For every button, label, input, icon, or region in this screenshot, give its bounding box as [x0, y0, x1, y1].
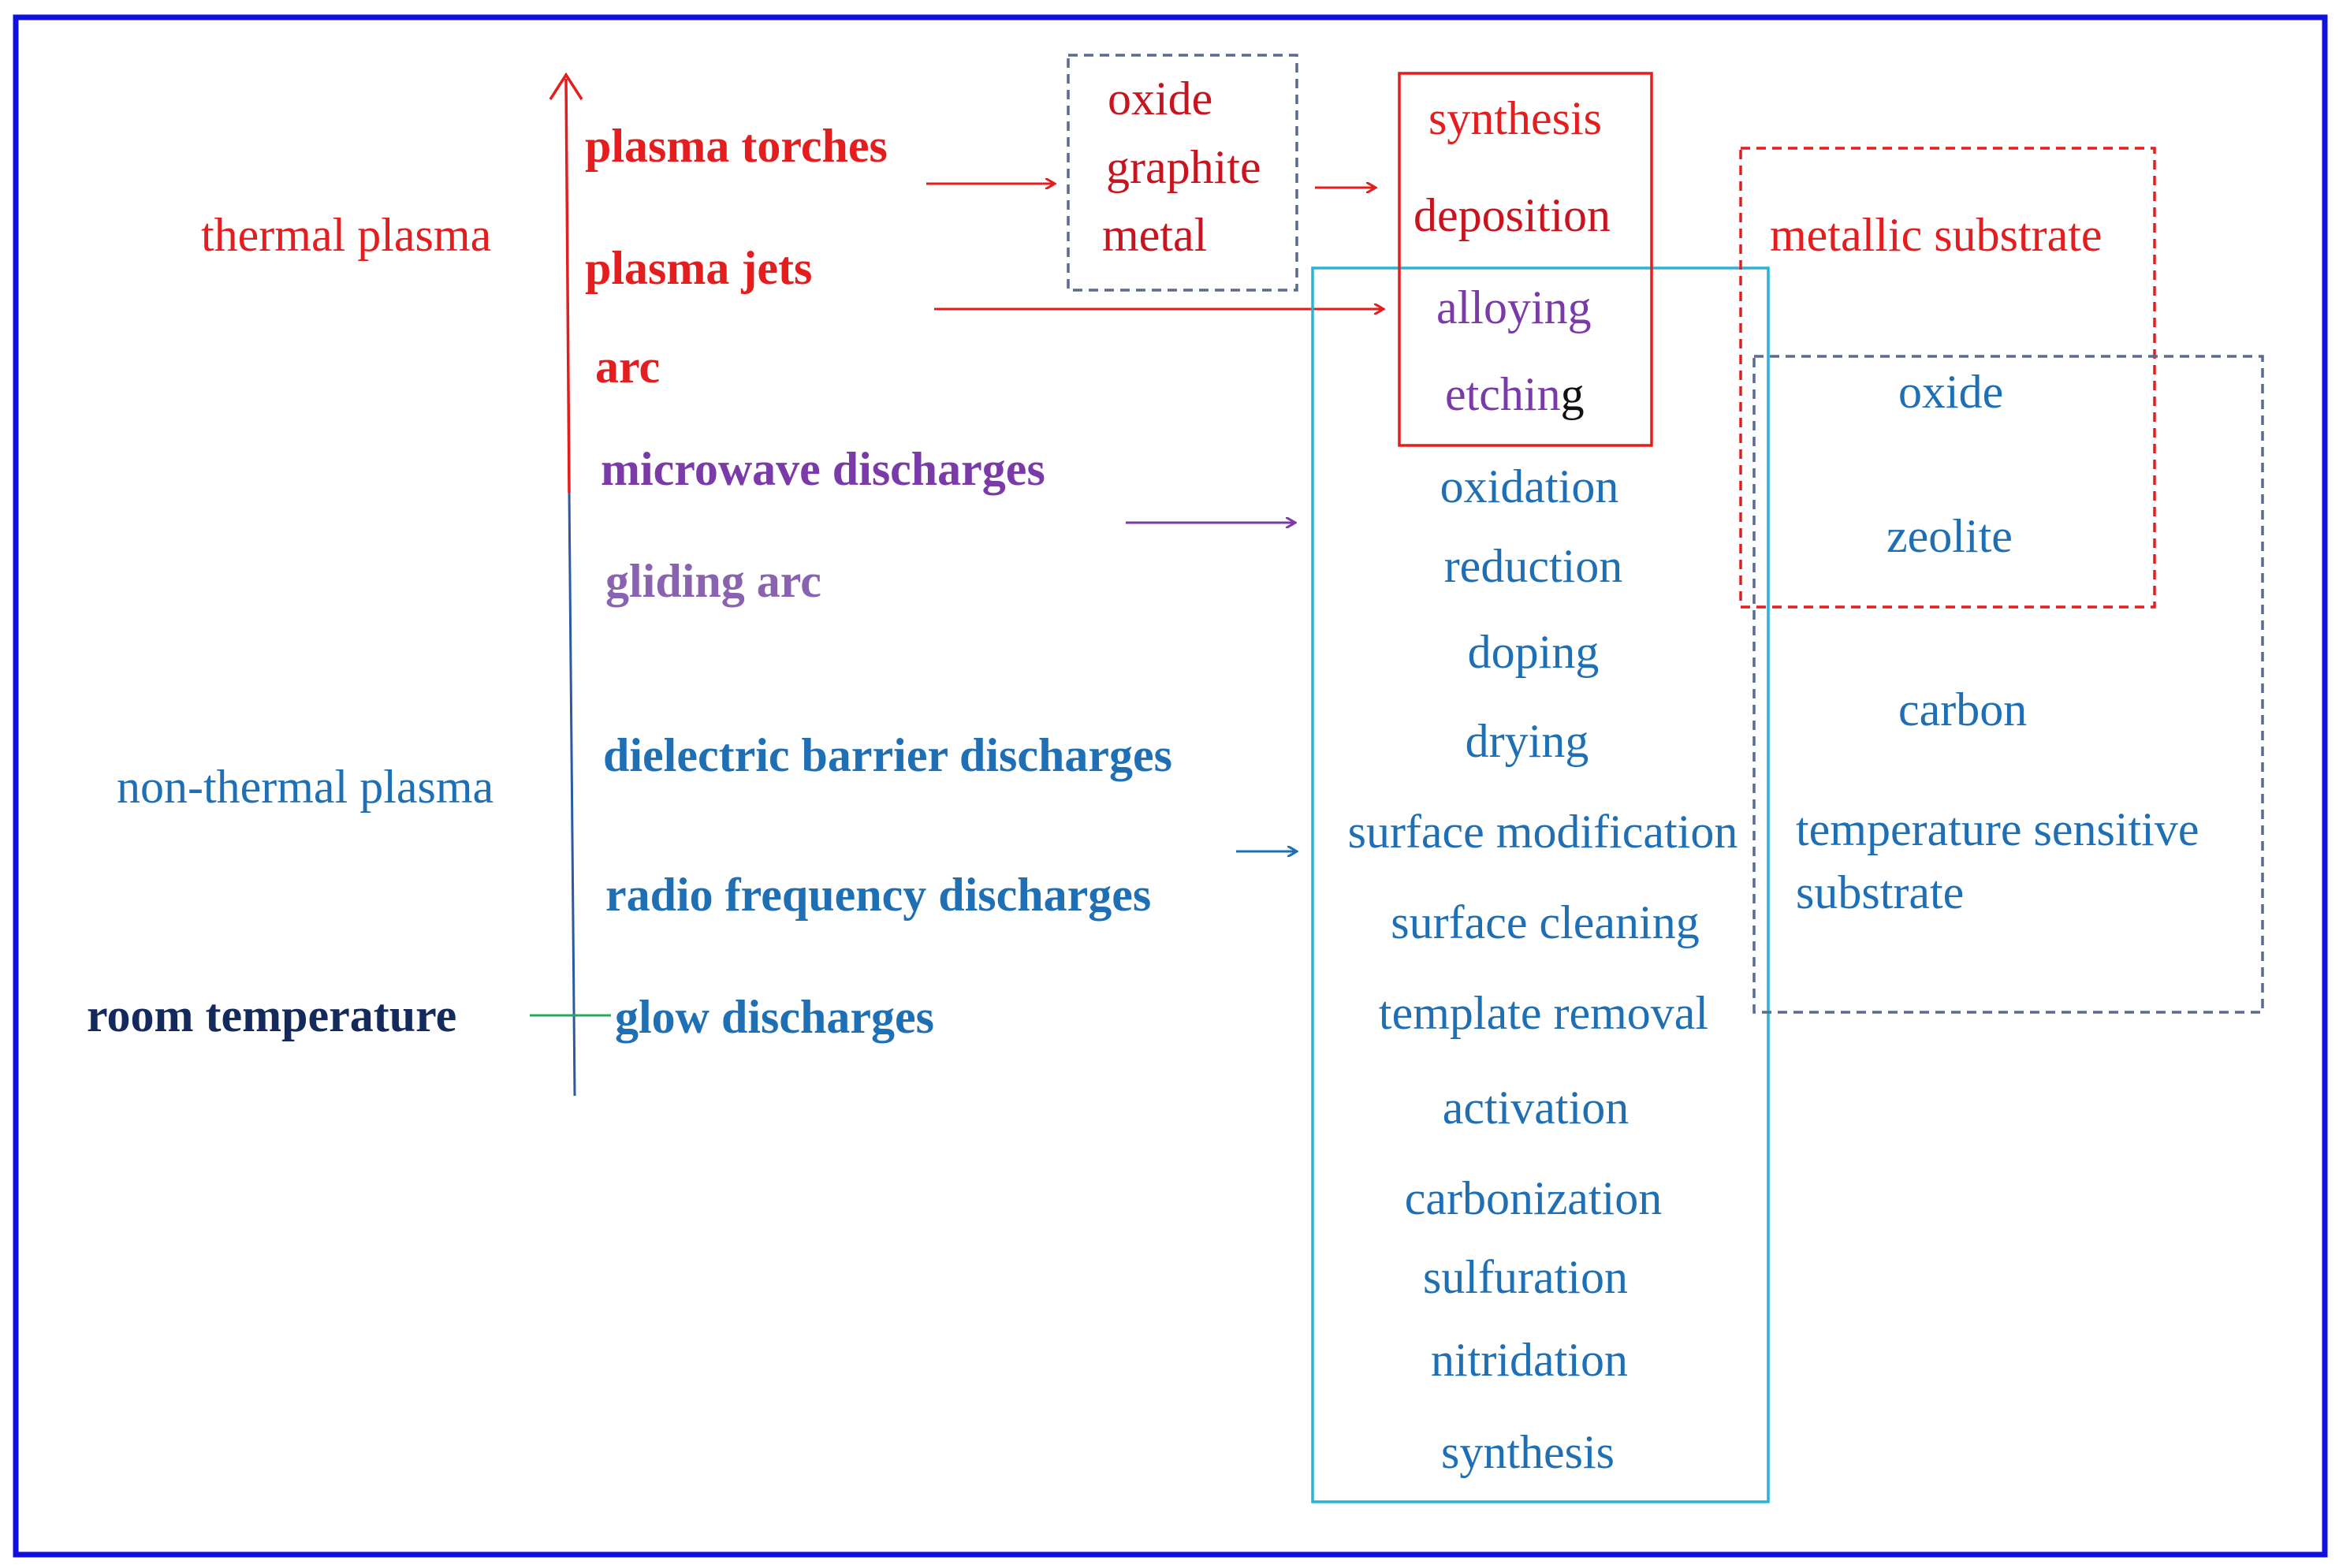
process-activation: activation	[1443, 1082, 1629, 1134]
room-temperature-label: room temperature	[87, 989, 456, 1041]
process-nitridation: nitridation	[1431, 1334, 1628, 1386]
substrate-carbon: carbon	[1898, 683, 2027, 736]
process-sulfuration: sulfuration	[1423, 1251, 1628, 1303]
source-microwave-discharges: microwave discharges	[601, 443, 1045, 495]
process-surface-cleaning: surface cleaning	[1391, 896, 1699, 948]
material-graphite: graphite	[1106, 141, 1261, 193]
material-metal: metal	[1102, 209, 1207, 261]
substrate-oxide: oxide	[1898, 366, 2003, 418]
substrate-zeolite: zeolite	[1886, 510, 2013, 562]
substrate-temperature-sensitive-line2: substrate	[1796, 866, 1964, 918]
process-oxidation: oxidation	[1440, 460, 1619, 512]
processes-box	[1311, 266, 1770, 1503]
process-reduction: reduction	[1444, 540, 1623, 592]
temperature-sensitive-substrate-box	[1752, 355, 2264, 1014]
process-synthesis-thermal: synthesis	[1428, 92, 1602, 144]
nonthermal-process-list: oxidation reduction doping drying surfac…	[1348, 460, 1738, 1478]
substrate-temperature-sensitive: temperature sensitive	[1796, 803, 2199, 855]
source-arc: arc	[595, 341, 660, 393]
thermal-processes-box	[1398, 72, 1653, 447]
temperature-axis-arrowhead	[549, 72, 583, 100]
source-plasma-jets: plasma jets	[585, 242, 812, 294]
process-surface-modification: surface modification	[1348, 806, 1738, 858]
substrate-metallic: metallic substrate	[1770, 209, 2102, 261]
process-doping: doping	[1468, 626, 1600, 678]
non-thermal-plasma-label: non-thermal plasma	[117, 761, 493, 813]
source-radio-frequency-discharges: radio frequency discharges	[605, 869, 1151, 921]
source-dielectric-barrier-discharges: dielectric barrier discharges	[603, 729, 1172, 781]
temperature-axis-nonthermal	[568, 492, 576, 1097]
process-drying: drying	[1466, 715, 1589, 767]
process-template-removal: template removal	[1379, 987, 1708, 1039]
process-etching-end: g	[1561, 368, 1585, 420]
metallic-substrate-box	[1739, 147, 2156, 609]
process-etching-main: etchin	[1445, 368, 1561, 420]
material-oxide: oxide	[1108, 73, 1212, 125]
temperature-axis-thermal	[564, 78, 571, 493]
outer-frame	[13, 14, 2328, 1558]
process-etching: etching	[1445, 368, 1585, 420]
source-plasma-torches: plasma torches	[585, 120, 888, 172]
source-gliding-arc: gliding arc	[605, 555, 821, 607]
thermal-plasma-label: thermal plasma	[201, 209, 491, 261]
process-deposition: deposition	[1413, 189, 1611, 241]
process-alloying: alloying	[1436, 281, 1592, 333]
materials-box	[1067, 54, 1298, 292]
process-synthesis: synthesis	[1441, 1426, 1615, 1478]
source-glow-discharges: glow discharges	[615, 991, 934, 1043]
process-carbonization: carbonization	[1405, 1172, 1663, 1224]
